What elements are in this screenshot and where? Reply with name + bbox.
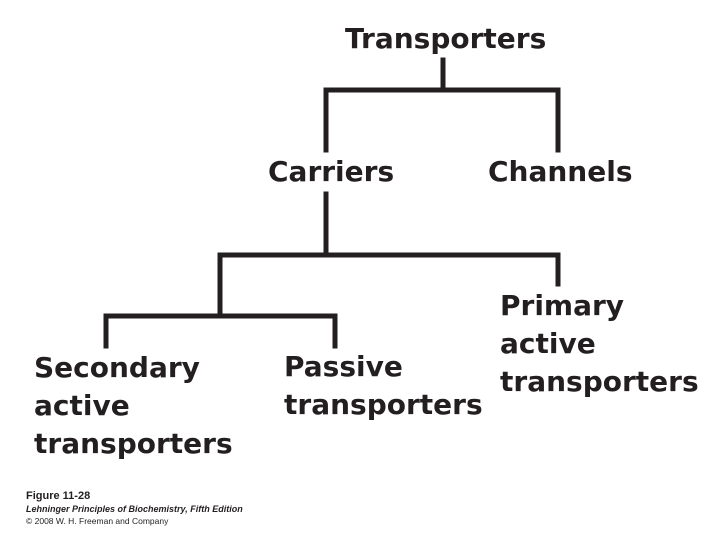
node-secondary-active-transporters: Secondary active transporters	[34, 349, 233, 463]
node-primary-line-3: transporters	[500, 365, 699, 398]
node-carriers-label: Carriers	[268, 155, 395, 188]
node-transporters: Transporters	[345, 20, 546, 58]
node-passive-transporters: Passive transporters	[284, 348, 483, 424]
figure-caption: Figure 11-28 Lehninger Principles of Bio…	[26, 490, 243, 527]
node-passive-line-1: Passive	[284, 350, 403, 383]
node-primary-active-transporters: Primary active transporters	[500, 287, 699, 401]
node-primary-line-2: active	[500, 327, 596, 360]
node-passive-line-2: transporters	[284, 388, 483, 421]
node-transporters-label: Transporters	[345, 22, 547, 55]
copyright-notice: © 2008 W. H. Freeman and Company	[26, 516, 169, 526]
node-channels: Channels	[488, 153, 633, 191]
node-primary-line-1: Primary	[500, 289, 625, 322]
node-secondary-line-2: active	[34, 389, 130, 422]
node-channels-label: Channels	[488, 155, 633, 188]
figure-number: Figure 11-28	[26, 490, 91, 502]
node-secondary-line-1: Secondary	[34, 351, 200, 384]
node-secondary-line-3: transporters	[34, 427, 233, 460]
node-carriers: Carriers	[268, 153, 394, 191]
book-title: Lehninger Principles of Biochemistry, Fi…	[26, 504, 243, 514]
